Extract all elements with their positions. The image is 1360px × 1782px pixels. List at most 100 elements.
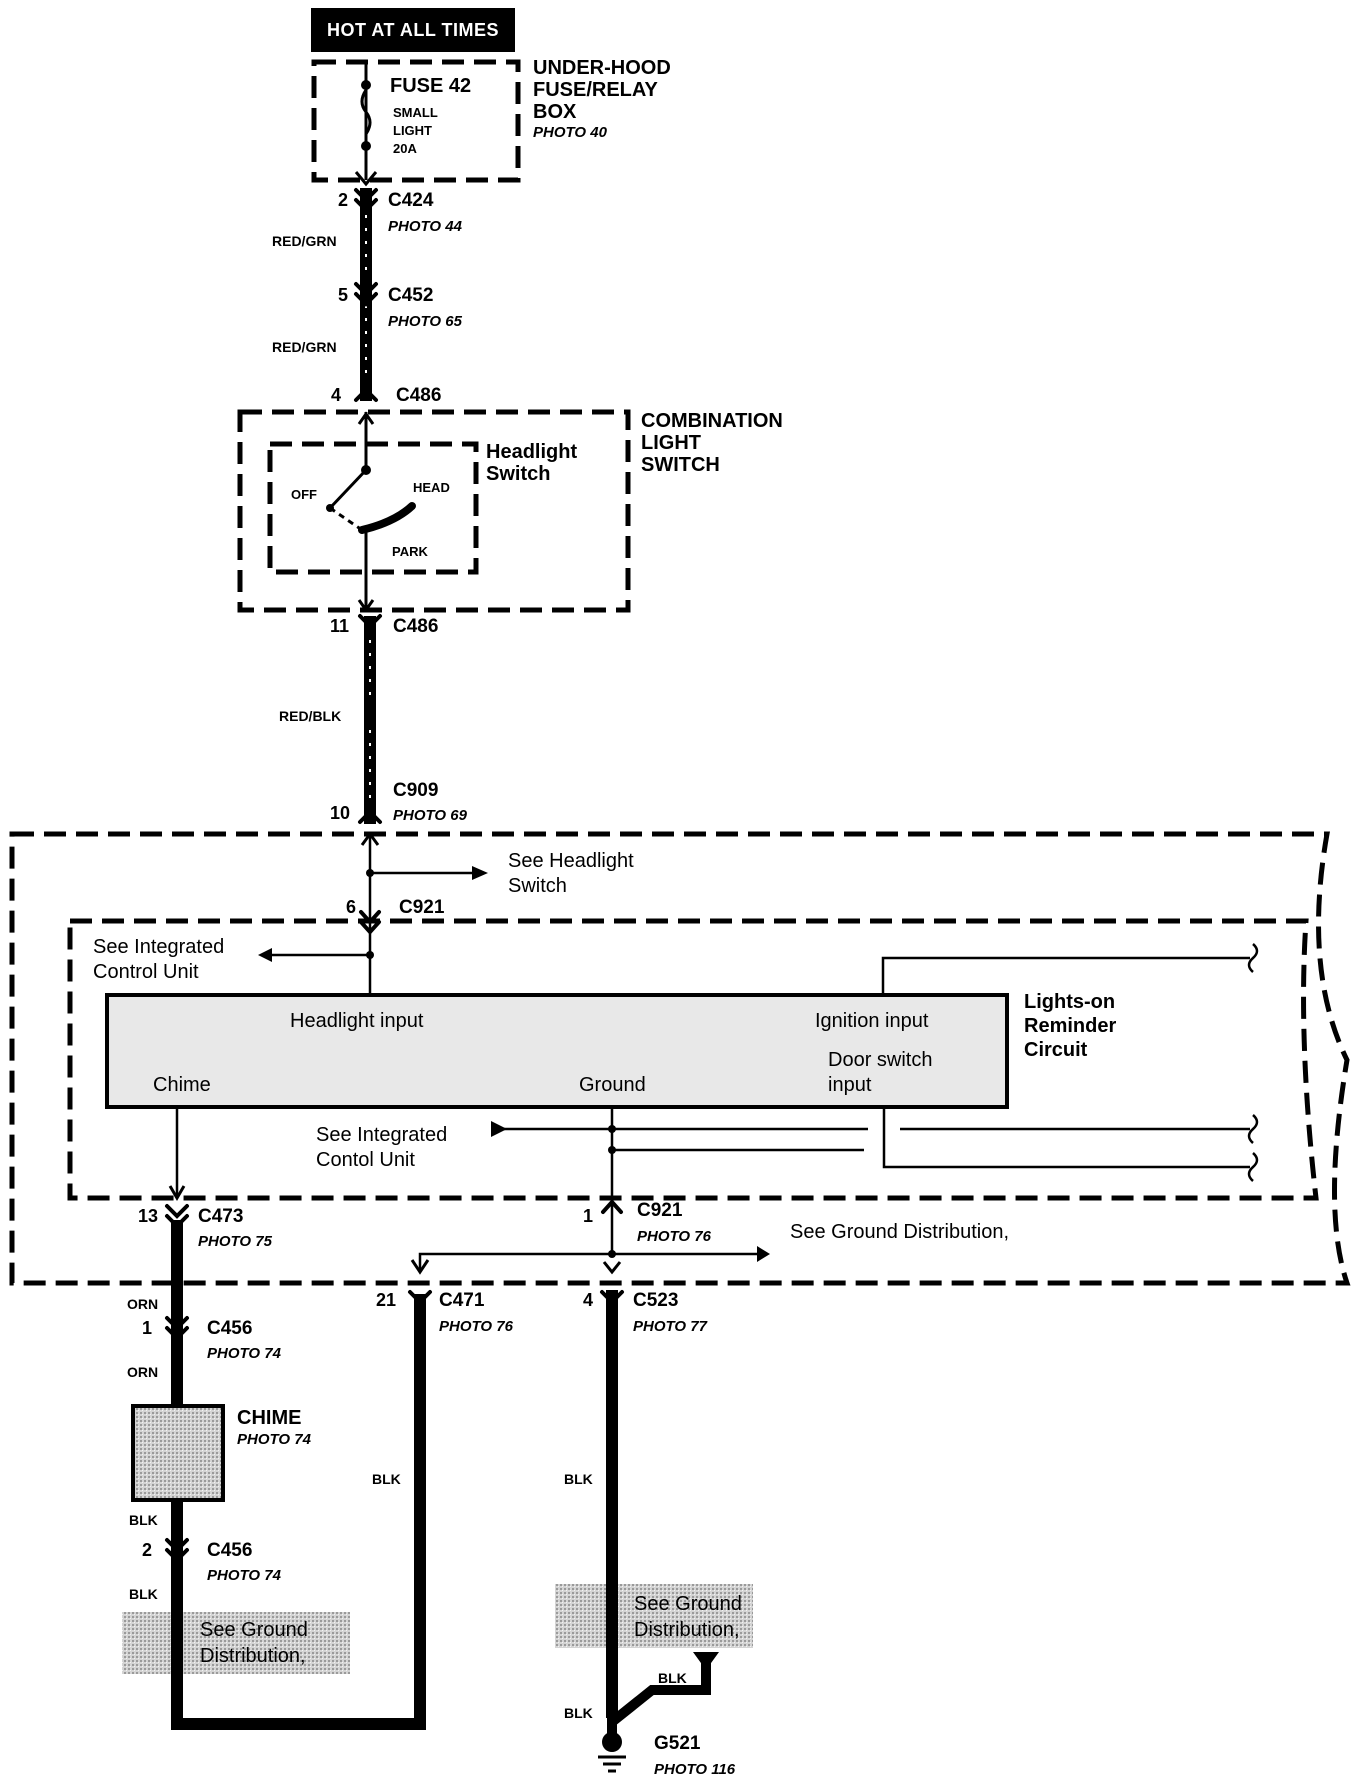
c921-top-pin: 6 <box>346 897 356 917</box>
wire-color-blk-g521-2: BLK <box>658 1670 687 1686</box>
chime-name: CHIME <box>237 1407 301 1429</box>
c486-bottom-name: C486 <box>393 616 438 637</box>
connector-c424: 2 C424 PHOTO 44 <box>338 188 463 235</box>
input-ignition: Ignition input <box>815 1010 929 1032</box>
switch-pos-head: HEAD <box>413 480 450 495</box>
c456-top-name: C456 <box>207 1318 252 1339</box>
connector-c523: 4 C523 PHOTO 77 <box>583 1290 708 1335</box>
circuit-title-3: Circuit <box>1024 1039 1088 1061</box>
c471-photo: PHOTO 76 <box>439 1318 514 1335</box>
connector-c921-top: 6 C921 <box>346 897 445 935</box>
fuse-box-title-2: FUSE/RELAY <box>533 79 659 101</box>
ground-ref-right-2: Distribution, <box>634 1619 740 1641</box>
c921-bottom-pin: 1 <box>583 1206 593 1226</box>
fuse-box-title-1: UNDER-HOOD <box>533 57 671 79</box>
c909-name: C909 <box>393 780 438 801</box>
c486-top-name: C486 <box>396 385 441 406</box>
fuse-relay-box: FUSE 42 SMALL LIGHT 20A UNDER-HOOD FUSE/… <box>311 57 671 187</box>
ground-flag-icon <box>693 1652 719 1670</box>
c456-bottom-pin: 2 <box>142 1540 152 1560</box>
see-icu-bottom-2: Contol Unit <box>316 1149 415 1171</box>
fuse-desc-1: SMALL <box>393 105 438 120</box>
see-icu-bottom-1: See Integrated <box>316 1124 447 1146</box>
combo-switch-title-1: COMBINATION <box>641 410 783 432</box>
fuse-name: FUSE 42 <box>390 75 471 97</box>
c473-name: C473 <box>198 1206 243 1227</box>
c921-top-name: C921 <box>399 897 445 918</box>
see-icu-top-1: See Integrated <box>93 936 224 958</box>
circuit-title-1: Lights-on <box>1024 991 1115 1013</box>
c456-top-photo: PHOTO 74 <box>207 1345 282 1362</box>
c523-pin: 4 <box>583 1290 593 1310</box>
power-label: HOT AT ALL TIMES <box>327 20 499 40</box>
connector-c486-top: 4 C486 <box>331 385 441 406</box>
headlight-switch-label-2: Switch <box>486 463 550 485</box>
combo-switch-title-2: LIGHT <box>641 432 701 454</box>
ground-ref-right: See Ground Distribution, <box>555 1576 753 1656</box>
input-door-2: input <box>828 1074 872 1096</box>
g521-photo: PHOTO 116 <box>654 1761 736 1778</box>
connector-c486-bottom: 11 C486 <box>330 614 438 637</box>
control-unit-region <box>9 831 1351 1286</box>
c471-name: C471 <box>439 1290 485 1311</box>
c452-pin: 5 <box>338 285 348 305</box>
wire-color-orn-2: ORN <box>127 1364 158 1380</box>
connector-c471: 21 C471 PHOTO 76 <box>376 1290 514 1335</box>
ground-icon <box>602 1732 622 1752</box>
connector-c456-top: 1 C456 PHOTO 74 <box>142 1316 282 1362</box>
circuit-title-2: Reminder <box>1024 1015 1116 1037</box>
c921-bottom-photo: PHOTO 76 <box>637 1228 712 1245</box>
wire-color-red-grn-1: RED/GRN <box>272 233 337 249</box>
c473-photo: PHOTO 75 <box>198 1233 273 1250</box>
connector-c473: 13 C473 PHOTO 75 <box>138 1204 273 1250</box>
wire-color-blk-g521-1: BLK <box>564 1705 593 1721</box>
c523-name: C523 <box>633 1290 678 1311</box>
c909-pin: 10 <box>330 803 350 823</box>
input-ground: Ground <box>579 1074 646 1096</box>
ground-ref-left-2: Distribution, <box>200 1645 306 1667</box>
c473-pin: 13 <box>138 1206 158 1226</box>
wire-color-blk-chime-1: BLK <box>129 1512 158 1528</box>
combo-switch-title-3: SWITCH <box>641 454 720 476</box>
wire-color-orn-1: ORN <box>127 1296 158 1312</box>
switch-pos-park: PARK <box>392 544 428 559</box>
c921-bottom-name: C921 <box>637 1200 683 1221</box>
wire-color-blk-chime-2: BLK <box>129 1586 158 1602</box>
input-headlight: Headlight input <box>290 1010 424 1032</box>
c486-top-pin: 4 <box>331 385 341 405</box>
input-chime: Chime <box>153 1074 211 1096</box>
fuse-desc-3: 20A <box>393 141 417 156</box>
switch-blade <box>328 468 368 510</box>
connector-c921-bottom: 1 C921 PHOTO 76 <box>583 1199 712 1245</box>
fuse-desc-2: LIGHT <box>393 123 432 138</box>
c452-photo: PHOTO 65 <box>388 313 463 330</box>
see-icu-top-2: Control Unit <box>93 961 199 983</box>
c471-pin: 21 <box>376 1290 396 1310</box>
wire-color-red-grn-2: RED/GRN <box>272 339 337 355</box>
ground-ref-right-1: See Ground <box>634 1593 742 1615</box>
chime-photo: PHOTO 74 <box>237 1431 312 1448</box>
wire-c471-blk <box>171 1294 426 1730</box>
wire-color-blk-c523: BLK <box>564 1471 593 1487</box>
power-header: HOT AT ALL TIMES <box>311 8 515 52</box>
c424-pin: 2 <box>338 190 348 210</box>
c424-photo: PHOTO 44 <box>388 218 463 235</box>
c523-photo: PHOTO 77 <box>633 1318 708 1335</box>
connector-c909: 10 C909 PHOTO 69 <box>330 780 468 824</box>
ground-ref-left-1: See Ground <box>200 1619 308 1641</box>
switch-pos-off: OFF <box>291 487 317 502</box>
c486-bottom-pin: 11 <box>330 616 349 636</box>
fuse-icon <box>360 89 372 135</box>
c456-bottom-name: C456 <box>207 1540 252 1561</box>
park-contact <box>358 502 416 534</box>
chime: CHIME PHOTO 74 <box>131 1404 312 1502</box>
c456-bottom-photo: PHOTO 74 <box>207 1567 282 1584</box>
c909-photo: PHOTO 69 <box>393 807 468 824</box>
fuse-box-title-3: BOX <box>533 101 577 123</box>
connector-c456-bottom: 2 C456 PHOTO 74 <box>142 1538 282 1584</box>
ground-ref-left: See Ground Distribution, <box>122 1604 350 1682</box>
input-door-1: Door switch <box>828 1049 932 1071</box>
see-headlight-switch-1: See Headlight <box>508 850 634 872</box>
c456-top-pin: 1 <box>142 1318 152 1338</box>
